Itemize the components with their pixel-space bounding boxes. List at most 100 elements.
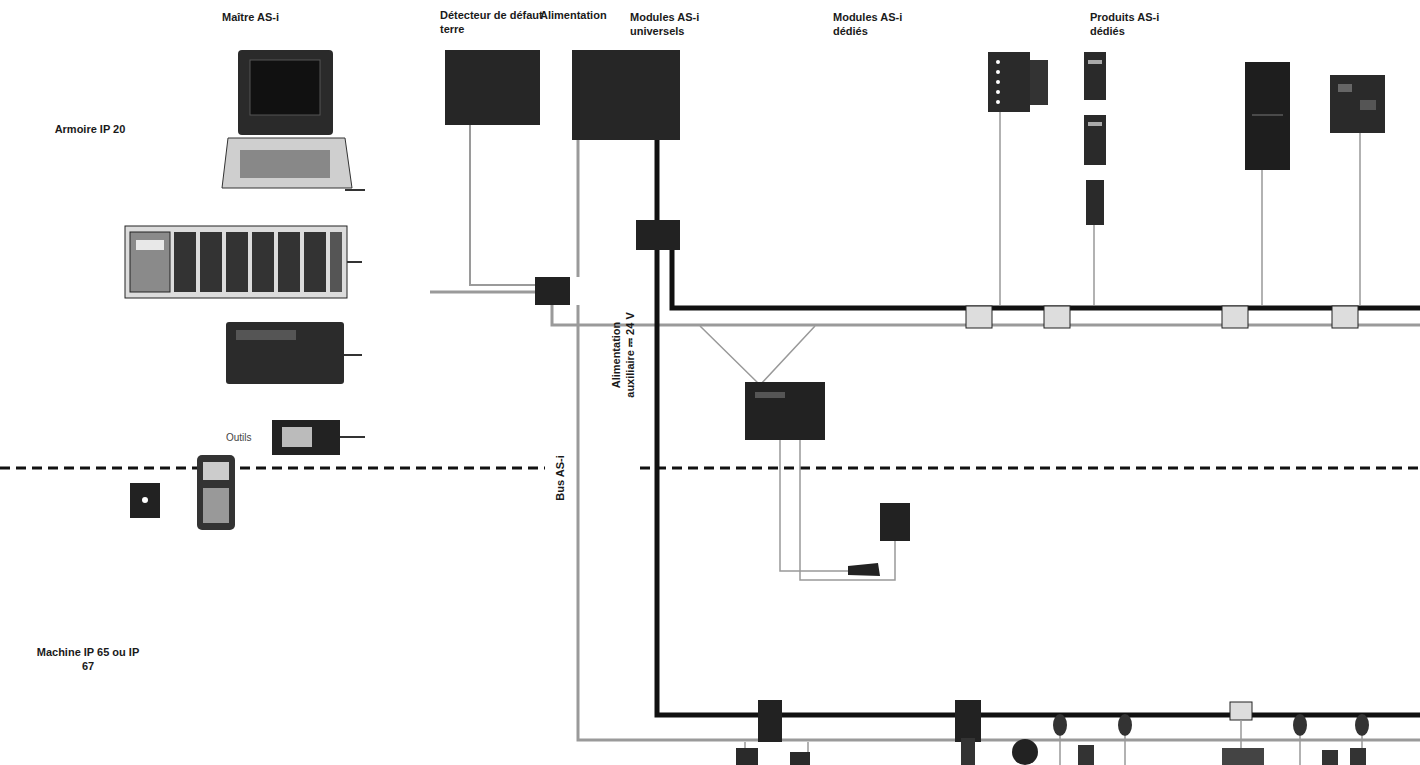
- bus-connector: [535, 277, 570, 305]
- bus-tap: [1230, 702, 1252, 720]
- drop-wire: [999, 112, 1001, 305]
- plc-module: [252, 232, 274, 292]
- signal-beacon: [961, 738, 975, 765]
- dedicated-module: [1030, 60, 1048, 105]
- device-heading: Détecteur de défaut terre: [440, 8, 545, 36]
- column-heading: Maître AS-i: [222, 10, 279, 24]
- drop-wire: [1093, 225, 1095, 305]
- master-box: [226, 322, 344, 384]
- column-heading: Modules AS-i universels: [630, 10, 722, 38]
- master-small-window: [282, 427, 312, 447]
- master-wire: [344, 354, 362, 356]
- dedicated-product: [1245, 62, 1290, 170]
- handheld-keypad: [203, 488, 229, 523]
- master-wire: [340, 436, 365, 438]
- master-wire: [347, 261, 362, 263]
- asi-bus: [470, 125, 535, 285]
- plc-rack: [125, 226, 347, 298]
- handheld-screen: [203, 462, 229, 480]
- cable-label: Alimentation auxiliaire ⎓ 24 V: [609, 299, 637, 411]
- machine-module: [955, 700, 981, 742]
- led: [996, 90, 1000, 94]
- module-detail: [755, 392, 785, 398]
- machine-device: [1322, 750, 1338, 765]
- master-box-detail: [236, 330, 296, 340]
- tool-adapter-dot: [142, 497, 148, 503]
- column-heading: Machine IP 65 ou IP 67: [36, 645, 140, 673]
- column-heading: Produits AS-i dédiés: [1090, 10, 1182, 38]
- dedicated-module: [1084, 52, 1106, 100]
- dedicated-product: [1330, 75, 1385, 133]
- column-heading: Modules AS-i dédiés: [833, 10, 925, 38]
- bus-tap: [1053, 714, 1067, 736]
- plc-module: [278, 232, 300, 292]
- module-wire: [700, 326, 815, 385]
- bus-tap: [1355, 714, 1369, 736]
- aux-tap: [636, 220, 680, 250]
- terminal-screen: [250, 60, 320, 115]
- plc-module: [226, 232, 248, 292]
- product-detail: [1360, 100, 1376, 110]
- asi-bus: [430, 291, 535, 294]
- master-small: [272, 420, 340, 455]
- plc-module: [136, 240, 164, 250]
- product-detail: [1252, 115, 1283, 116]
- led: [996, 80, 1000, 84]
- plc-module: [330, 232, 342, 292]
- dedicated-module: [1086, 180, 1104, 225]
- device-box: Détecteur de défaut terre: [440, 8, 545, 125]
- led: [996, 70, 1000, 74]
- plc-module: [304, 232, 326, 292]
- tool-adapter: [130, 483, 160, 518]
- asi-bus: [577, 140, 580, 277]
- plc-module: [200, 232, 222, 292]
- bus-tap: [966, 306, 992, 328]
- master-wire: [345, 189, 365, 191]
- aux-cable: [655, 140, 660, 220]
- bus-tap: [1044, 306, 1070, 328]
- terminal-base: [222, 138, 352, 188]
- sensor: [880, 503, 910, 541]
- machine-device: [1350, 748, 1366, 765]
- bus-tap: [1332, 306, 1358, 328]
- bus-tap: [1118, 714, 1132, 736]
- aux-cable: [657, 250, 1420, 715]
- column-heading: Armoire IP 20: [52, 122, 128, 136]
- device-heading: Alimentation: [540, 8, 607, 22]
- device-body: [572, 50, 680, 140]
- plc-module: [174, 232, 196, 292]
- module-detail: [1088, 122, 1102, 126]
- universal-module: [745, 382, 825, 440]
- dedicated-module: [988, 52, 1030, 112]
- led: [996, 100, 1000, 104]
- module-detail: [1088, 60, 1102, 64]
- aux-cable: [672, 250, 1420, 308]
- terminal-keys: [240, 150, 330, 178]
- led: [996, 60, 1000, 64]
- machine-device: [1078, 745, 1094, 765]
- bus-tap: [1293, 714, 1307, 736]
- drop-wire: [1359, 133, 1361, 305]
- group-label: Outils: [226, 431, 252, 445]
- asi-bus: [578, 305, 1420, 740]
- drop-wire: [745, 720, 1362, 765]
- machine-module: [758, 700, 782, 742]
- terminal-monitor: [238, 50, 333, 135]
- device-body: [445, 50, 540, 125]
- handheld-terminal: [197, 455, 235, 530]
- machine-device: [790, 752, 810, 765]
- machine-device: [1222, 748, 1264, 765]
- bus-tap: [1222, 306, 1248, 328]
- plc-module: [130, 232, 170, 292]
- sensor-wire: [780, 440, 850, 571]
- cable-label: Bus AS-i: [553, 455, 567, 500]
- machine-device: [736, 748, 758, 765]
- drop-wire: [1261, 170, 1263, 305]
- cable-sensor: [848, 563, 880, 576]
- machine-device: [1012, 739, 1038, 765]
- dedicated-module: [1084, 115, 1106, 165]
- product-detail: [1338, 84, 1352, 92]
